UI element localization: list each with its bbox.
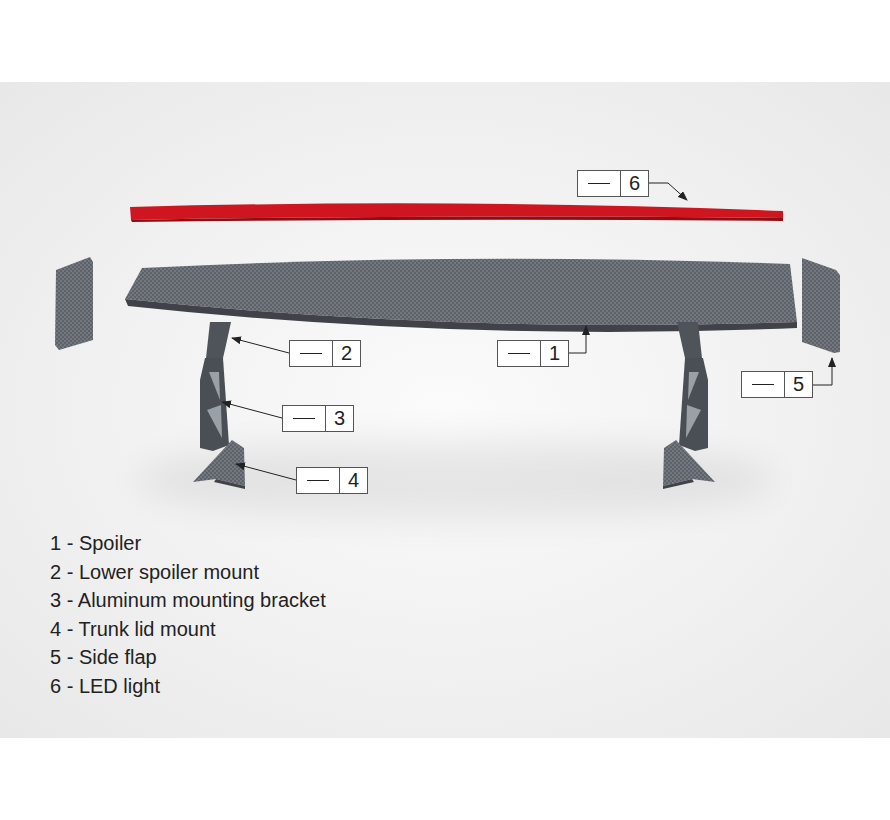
led-light-edge [131, 216, 783, 222]
callout-dash-cell [742, 372, 785, 397]
callout-box: 4 [296, 467, 368, 494]
callout-dash-cell [578, 171, 621, 196]
callout-dash [293, 418, 315, 420]
callout-number: 4 [340, 468, 367, 493]
callout-number: 2 [333, 341, 360, 366]
part-name: 1 - Spoiler [50, 531, 141, 555]
callout-dash-cell [297, 468, 340, 493]
mount-set [663, 322, 715, 489]
callout-dash [508, 353, 530, 355]
callout-dash-cell [283, 406, 326, 431]
callout-dash [300, 353, 322, 355]
part-name: 2 - Lower spoiler mount [50, 560, 259, 584]
callout-dash [588, 183, 610, 185]
callout-dash-cell [498, 341, 541, 366]
callout-dash-cell [290, 341, 333, 366]
callout-number: 1 [541, 341, 568, 366]
leader-lines [222, 183, 832, 480]
side-flap [55, 257, 93, 350]
callout-box: 5 [741, 371, 813, 398]
part-name: 5 - Side flap [50, 645, 157, 669]
shadow [135, 440, 775, 520]
callout-number: 6 [621, 171, 648, 196]
callout-box: 3 [282, 405, 354, 432]
part-name: 6 - LED light [50, 674, 160, 698]
callout-number: 3 [326, 406, 353, 431]
callout-box: 6 [577, 170, 649, 197]
callout-dash [752, 384, 774, 386]
callout-dash [307, 480, 329, 482]
callout-number: 5 [785, 372, 812, 397]
callout-box: 2 [289, 340, 361, 367]
part-name: 4 - Trunk lid mount [50, 617, 216, 641]
part-name: 3 - Aluminum mounting bracket [50, 588, 326, 612]
side-flap [802, 258, 840, 353]
callout-box: 1 [497, 340, 569, 367]
backdrop-panel [0, 82, 890, 738]
